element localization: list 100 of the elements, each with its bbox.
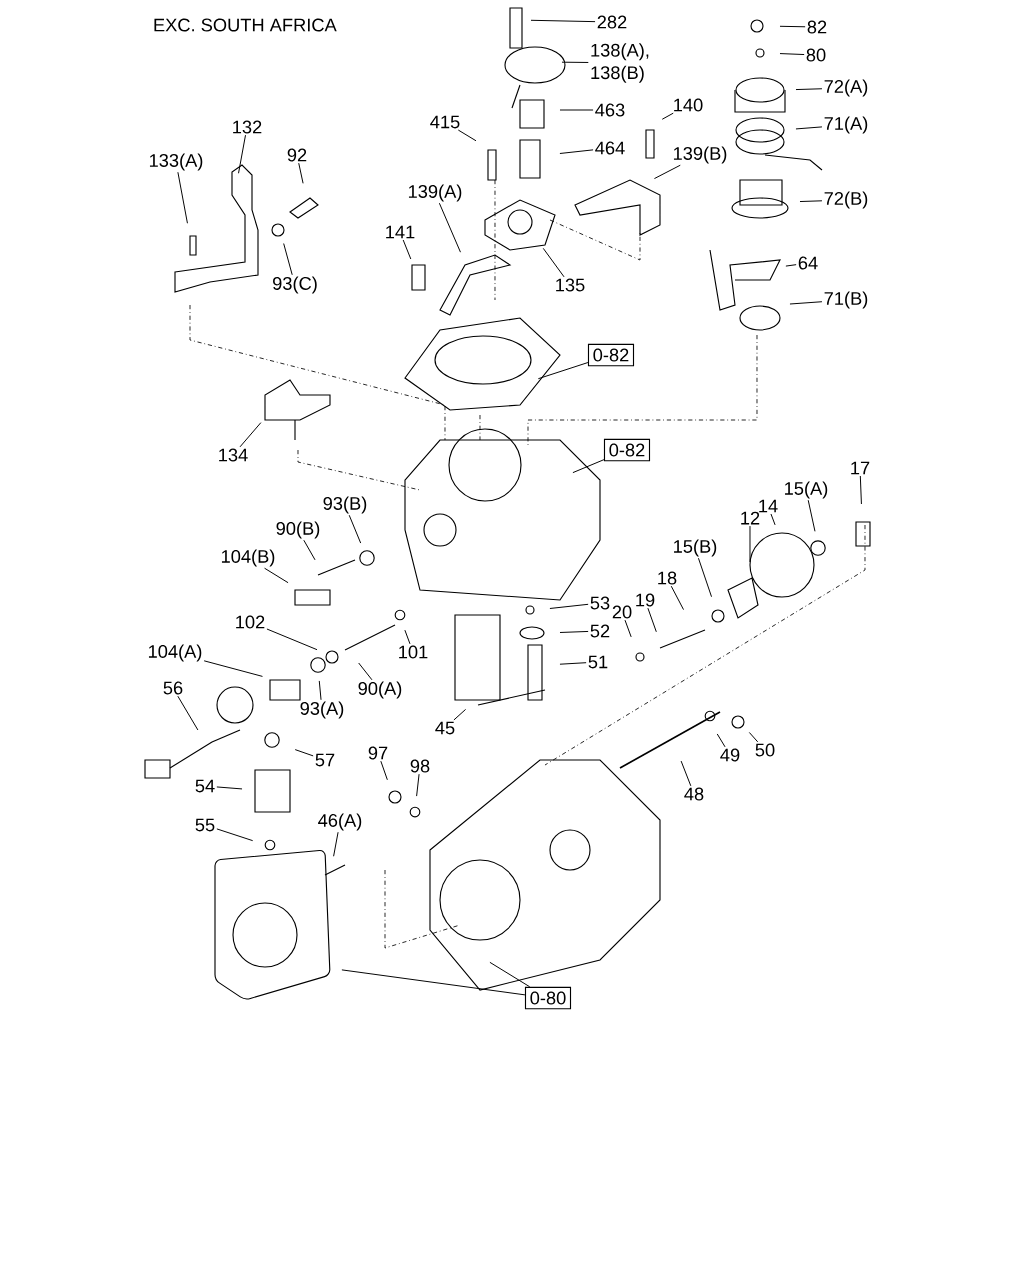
callout-number: 92 xyxy=(287,148,307,162)
callout-number: 282 xyxy=(597,15,627,29)
callout-number: 135 xyxy=(556,278,585,292)
callout-number: 64 xyxy=(798,256,818,270)
leader-line xyxy=(404,629,411,645)
callout-number: 139(A) xyxy=(408,184,462,202)
callout-number: 93(A) xyxy=(300,701,344,719)
reference-box: 0-82 xyxy=(587,343,635,367)
leader-line xyxy=(789,301,823,305)
callout-number: 46(A) xyxy=(318,813,362,831)
callout-number: 415 xyxy=(430,115,460,129)
callout-number: 49 xyxy=(720,748,740,762)
leader-line xyxy=(779,25,806,28)
callout-number: 80 xyxy=(806,48,826,62)
leader-line xyxy=(318,680,322,701)
callout-number: 139(B) xyxy=(673,146,727,164)
callout-number: 90(B) xyxy=(276,521,320,539)
callout-number: 50 xyxy=(755,743,775,757)
callout-number: 17 xyxy=(851,461,870,475)
leader-line xyxy=(748,731,759,743)
leader-line xyxy=(203,660,263,677)
leader-line xyxy=(341,969,526,996)
leader-line xyxy=(358,662,373,681)
leader-line xyxy=(380,760,388,781)
leader-line xyxy=(561,61,589,63)
callout-number: 71(B) xyxy=(824,291,868,309)
leader-line xyxy=(779,53,805,56)
leader-line xyxy=(572,459,605,474)
callout-number: 97 xyxy=(368,746,388,760)
callout-number: 19 xyxy=(636,593,655,607)
callout-number: 56 xyxy=(163,681,183,695)
callout-number: 51 xyxy=(588,655,608,669)
reference-box: 0-80 xyxy=(524,986,572,1010)
leader-line xyxy=(530,19,596,23)
leader-line xyxy=(303,539,316,561)
leader-line xyxy=(749,525,751,563)
leader-line xyxy=(661,112,674,120)
leader-line xyxy=(453,708,467,721)
callout-number: 15(A) xyxy=(785,481,828,499)
callout-number: 72(A) xyxy=(824,79,868,97)
callout-number: 463 xyxy=(595,103,625,117)
callout-number: 14 xyxy=(759,499,778,513)
callout-number: 104(B) xyxy=(221,549,275,567)
leader-line xyxy=(716,733,726,748)
leader-line xyxy=(438,202,461,253)
leader-line xyxy=(216,828,254,842)
leader-line xyxy=(239,422,262,448)
leader-line xyxy=(294,749,314,757)
callout-number: 134 xyxy=(219,448,248,462)
leader-line xyxy=(177,171,188,224)
callout-number: 54 xyxy=(195,779,215,793)
callout-number: 57 xyxy=(315,753,335,767)
callout-number: 102 xyxy=(236,615,265,629)
callout-number: 20 xyxy=(612,605,632,619)
leader-line xyxy=(489,961,531,988)
callout-number: 90(A) xyxy=(358,681,402,699)
leader-line xyxy=(559,630,589,633)
callout-number: 52 xyxy=(590,624,610,638)
callout-number: 141 xyxy=(386,225,415,239)
reference-box: 0-82 xyxy=(603,438,651,462)
callout-number: 12 xyxy=(741,511,760,525)
leader-line xyxy=(559,662,587,665)
leader-line xyxy=(795,88,823,91)
callout-number: 18 xyxy=(658,571,677,585)
note: EXC. SOUTH AFRICA xyxy=(154,18,337,32)
leader-line xyxy=(238,134,246,174)
leader-line xyxy=(559,109,594,111)
leader-line xyxy=(537,362,589,380)
callout-number: 138(A), 138(B) xyxy=(591,43,649,83)
leader-line xyxy=(416,773,420,797)
callout-number: 101 xyxy=(399,645,428,659)
callout-number: 98 xyxy=(410,759,430,773)
leader-line xyxy=(559,149,594,154)
leader-line xyxy=(795,126,823,130)
leader-line xyxy=(799,200,823,202)
callout-number: 82 xyxy=(807,20,827,34)
leader-line xyxy=(653,164,681,180)
callout-number: 132 xyxy=(233,120,262,134)
callout-number: 104(A) xyxy=(148,644,202,662)
leader-line xyxy=(457,129,477,142)
callout-number: 71(A) xyxy=(824,116,868,134)
leader-line xyxy=(697,557,712,598)
callout-number: 93(C) xyxy=(273,276,317,294)
leader-line xyxy=(770,513,776,526)
callout-number: 140 xyxy=(674,98,703,112)
leader-line xyxy=(283,243,293,276)
leader-line xyxy=(333,831,339,857)
callout-number: 48 xyxy=(684,787,704,801)
callout-number: 133(A) xyxy=(149,153,203,171)
leader-line xyxy=(647,607,657,633)
leader-line xyxy=(402,239,412,260)
callout-number: 45 xyxy=(435,721,455,735)
callout-number: 15(B) xyxy=(674,539,717,557)
leader-line xyxy=(348,514,362,544)
leader-line xyxy=(859,475,862,505)
callout-number: 55 xyxy=(195,818,215,832)
leader-line xyxy=(266,628,318,651)
leader-line xyxy=(624,619,632,638)
callout-number: 93(B) xyxy=(323,496,367,514)
leader-line xyxy=(542,247,565,278)
